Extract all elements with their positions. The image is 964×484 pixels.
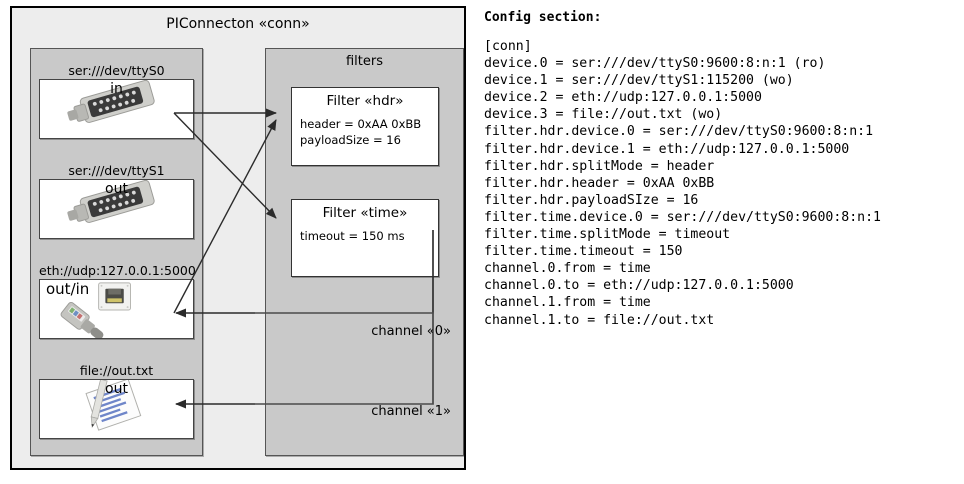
config-line: filter.hdr.device.1 = eth://udp:127.0.0.… [484, 141, 850, 157]
connector-overlay [173, 108, 434, 409]
config-line: filter.hdr.payloadSIze = 16 [484, 192, 699, 208]
device-eth-udp-label: eth://udp:127.0.0.1:5000 [39, 263, 196, 278]
config-heading: Config section: [484, 10, 602, 25]
config-line: filter.time.timeout = 150 [484, 244, 683, 260]
filters-panel-title: filters [345, 54, 383, 69]
device-ttyS0-direction: in [110, 81, 123, 97]
component-frame: PIConnecton «conn» ser:///dev/ttyS0 in [10, 6, 466, 470]
config-section: Config section: [conn] device.0 = ser:///… [482, 0, 964, 484]
device-ttyS1-box[interactable]: out [39, 179, 194, 239]
filter-hdr-box[interactable]: Filter «hdr» header = 0xAA 0xBB payloadS… [291, 87, 439, 166]
device-eth-udp-box[interactable]: out/in [39, 279, 194, 339]
channel-1-label: channel «1» [371, 404, 451, 419]
config-line: [conn] [484, 39, 532, 54]
config-line: filter.hdr.header = 0xAA 0xBB [484, 175, 715, 191]
serial-port-icon [67, 180, 155, 223]
component-title: PIConnecton «conn» [166, 16, 310, 32]
edge-channel-0 [175, 230, 434, 318]
config-lines: [conn] device.0 = ser:///dev/ttyS0:9600:8… [484, 38, 964, 329]
config-line: filter.time.device.0 = ser:///dev/ttyS0:… [484, 209, 881, 225]
filter-hdr-attr-payloadsize: payloadSize = 16 [300, 133, 401, 147]
filter-hdr-title: Filter «hdr» [326, 93, 404, 109]
config-line: device.1 = ser:///dev/ttyS1:115200 (wo) [484, 73, 794, 89]
connection-diagram: PIConnecton «conn» ser:///dev/ttyS0 in [0, 0, 478, 484]
devices-panel: ser:///dev/ttyS0 in [30, 48, 203, 456]
device-ttyS0-label: ser:///dev/ttyS0 [68, 63, 165, 78]
channel-0-label: channel «0» [371, 324, 451, 339]
filter-hdr-attrs: header = 0xAA 0xBB payloadSize = 16 [292, 116, 438, 148]
edge-channel-1 [175, 230, 434, 409]
filter-time-attrs: timeout = 150 ms [292, 228, 438, 244]
config-line: channel.0.from = time [484, 261, 651, 277]
device-eth-udp[interactable]: eth://udp:127.0.0.1:5000 out/in [39, 263, 196, 339]
serial-port-icon [67, 80, 155, 123]
edge-eth-to-hdr [173, 119, 277, 314]
filter-time-attr-timeout: timeout = 150 ms [300, 229, 405, 243]
device-ttyS0[interactable]: ser:///dev/ttyS0 in [39, 63, 194, 139]
filters-panel: filters Filter «hdr» header = 0xAA 0xBB … [265, 48, 464, 456]
config-line: filter.time.splitMode = timeout [484, 227, 731, 243]
config-line: channel.0.to = eth://udp:127.0.0.1:5000 [484, 278, 794, 294]
edge-ttys0-to-time [173, 112, 277, 219]
device-file-out[interactable]: file://out.txt out [39, 363, 194, 439]
ethernet-port-icon [60, 282, 131, 338]
filter-time-box[interactable]: Filter «time» timeout = 150 ms [291, 199, 439, 277]
config-line: filter.hdr.device.0 = ser:///dev/ttyS0:9… [484, 124, 874, 140]
filter-time-title: Filter «time» [322, 205, 408, 221]
text-file-icon [85, 380, 142, 431]
filter-hdr-attr-header: header = 0xAA 0xBB [300, 117, 422, 131]
device-file-out-direction: out [105, 381, 128, 397]
config-line: device.0 = ser:///dev/ttyS0:9600:8:n:1 (… [484, 56, 826, 72]
device-file-out-box[interactable]: out [39, 379, 194, 439]
device-file-out-label: file://out.txt [79, 363, 154, 378]
config-line: device.3 = file://out.txt (wo) [484, 107, 723, 123]
device-ttyS0-box[interactable]: in [39, 79, 194, 139]
device-ttyS1-direction: out [105, 181, 128, 197]
config-line: device.2 = eth://udp:127.0.0.1:5000 [484, 90, 762, 106]
config-line: filter.hdr.splitMode = header [484, 158, 715, 174]
config-line: channel.1.from = time [484, 295, 651, 311]
config-line: channel.1.to = file://out.txt [484, 312, 715, 328]
device-ttyS1[interactable]: ser:///dev/ttyS1 out [39, 163, 194, 239]
device-ttyS1-label: ser:///dev/ttyS1 [68, 163, 165, 178]
device-eth-udp-direction: out/in [46, 280, 90, 298]
